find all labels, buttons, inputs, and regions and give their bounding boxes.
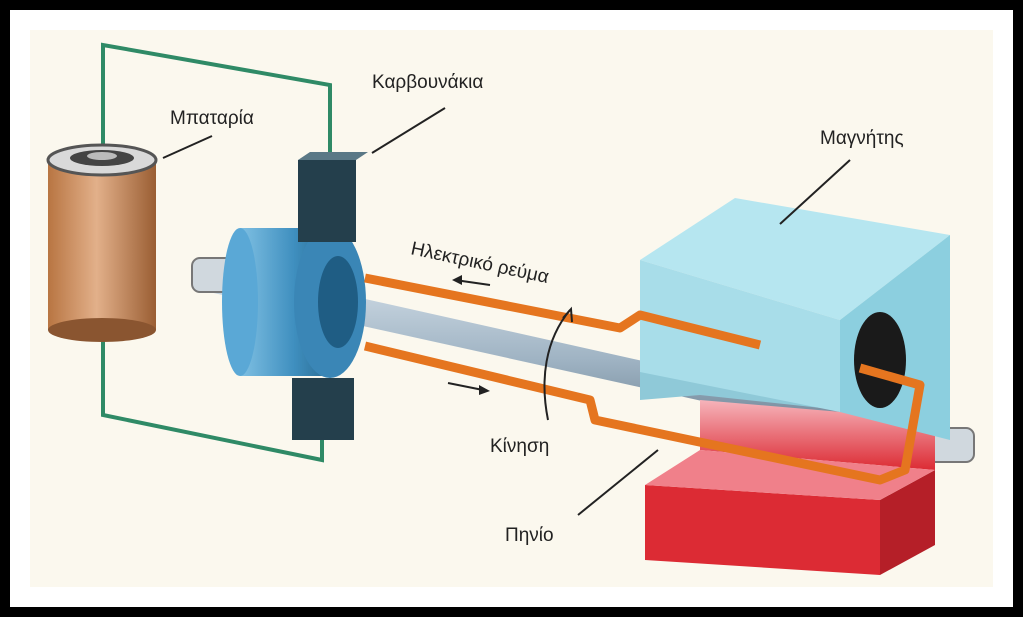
brush-top bbox=[298, 152, 368, 242]
magnet bbox=[640, 198, 950, 440]
brush-bottom bbox=[292, 378, 354, 440]
motion-arrowhead bbox=[562, 306, 573, 323]
coil-leader bbox=[577, 449, 659, 516]
label-current: Ηλεκτρικό ρεύμα bbox=[409, 238, 551, 288]
label-magnet: Μαγνήτης bbox=[820, 128, 904, 149]
magnet-base bbox=[645, 400, 935, 575]
current-arrow-upper bbox=[452, 275, 491, 286]
label-coil: Πηνίο bbox=[505, 525, 554, 546]
armature-coil bbox=[363, 273, 925, 485]
commutator bbox=[222, 226, 366, 378]
battery bbox=[46, 143, 158, 342]
label-motion: Κίνηση bbox=[490, 436, 549, 457]
current-arrow-lower bbox=[447, 382, 490, 395]
brushes-leader bbox=[371, 107, 446, 154]
magnet-leader bbox=[779, 159, 851, 225]
label-brushes: Καρβουνάκια bbox=[372, 72, 483, 93]
label-battery: Μπαταρία bbox=[170, 108, 254, 129]
motion-arrow bbox=[543, 309, 571, 421]
battery-leader bbox=[162, 135, 213, 159]
